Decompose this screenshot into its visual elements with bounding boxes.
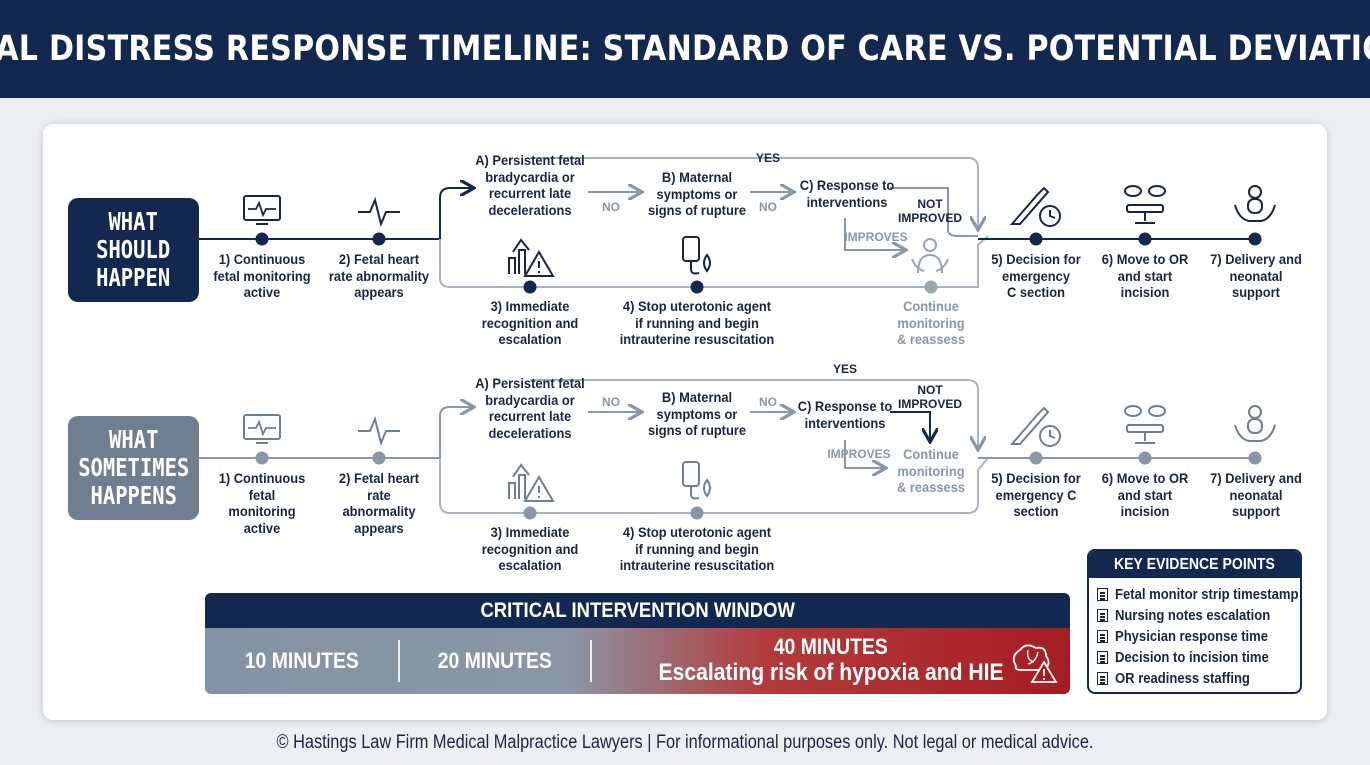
evidence-item: OR readiness staffing (1097, 668, 1300, 689)
row2-step-7: 7) Delivery and neonatal support (1210, 470, 1302, 519)
row2-step-3: 3) Immediate recognition and escalation (481, 524, 579, 573)
operating-room-icon (1124, 405, 1166, 444)
critical-intervention-window: CRITICAL INTERVENTION WINDOW 10 MINUTES … (205, 593, 1070, 694)
row2-no-label-1: NO (602, 395, 620, 409)
row1-connectors (199, 157, 1262, 294)
monitor-icon (243, 414, 281, 444)
row1-step-1: 1) Continuous fetal monitoring active (213, 251, 311, 300)
evidence-title: KEY EVIDENCE POINTS (1089, 551, 1300, 578)
page-title: FETAL DISTRESS RESPONSE TIMELINE: STANDA… (0, 29, 1370, 69)
document-icon (1097, 651, 1108, 664)
row2-step-5: 5) Decision for emergency C section (991, 470, 1081, 519)
document-icon (1097, 672, 1108, 685)
evidence-item: Decision to incision time (1097, 647, 1300, 668)
row1-improves-label: IMPROVES (844, 230, 908, 244)
row2-not-improved-label: NOT IMPROVED (897, 383, 963, 411)
evidence-item: Fetal monitor strip timestamp (1097, 584, 1300, 605)
window-seg-10: 10 MINUTES (244, 648, 359, 673)
key-evidence-panel: KEY EVIDENCE POINTS Fetal monitor strip … (1087, 549, 1302, 694)
footer-disclaimer: © Hastings Law Firm Medical Malpractice … (276, 732, 1094, 753)
row2-continue-monitoring: Continue monitoring & reassess (896, 446, 966, 495)
evidence-list: Fetal monitor strip timestamp Nursing no… (1089, 578, 1300, 689)
row2-connectors (199, 379, 1262, 520)
window-seg-20: 20 MINUTES (437, 648, 553, 673)
row2-step-2: 2) Fetal heart rate abnormality appears (338, 470, 420, 536)
window-title: CRITICAL INTERVENTION WINDOW (205, 593, 1070, 628)
row1-no-label-2: NO (759, 200, 777, 214)
window-divider-1 (398, 640, 400, 682)
row2-yes-label: YES (832, 362, 858, 376)
scalpel-clock-icon (1009, 186, 1061, 227)
iv-bag-icon (682, 236, 711, 275)
row1-step-5: 5) Decision for emergency C section (991, 251, 1081, 300)
document-icon (1097, 630, 1108, 643)
row1-step-c: C) Response to interventions (799, 177, 895, 210)
operating-room-icon (1124, 185, 1166, 224)
row-label-sometimes-happens: WHAT SOMETIMES HAPPENS (68, 416, 199, 520)
escalation-alert-icon (508, 238, 555, 277)
row2-step-6: 6) Move to OR and start incision (1101, 470, 1189, 519)
document-icon (1097, 609, 1108, 622)
heartbeat-icon (358, 415, 400, 447)
row1-not-improved-label: NOT IMPROVED (897, 197, 963, 225)
row2-step-b: B) Maternal symptoms or signs of rupture (647, 389, 747, 438)
row1-step-3: 3) Immediate recognition and escalation (481, 298, 579, 347)
row1-step-2: 2) Fetal heart rate abnormality appears (328, 251, 430, 300)
row1-step-a: A) Persistent fetal bradycardia or recur… (475, 152, 585, 218)
row-label-should-happen: WHAT SHOULD HAPPEN (68, 198, 199, 302)
window-seg-40: 40 MINUTES Escalating risk of hypoxia an… (658, 634, 1004, 686)
row1-step-7: 7) Delivery and neonatal support (1210, 251, 1302, 300)
row1-continue-monitoring: Continue monitoring & reassess (896, 298, 966, 347)
window-timeline: 10 MINUTES 20 MINUTES 40 MINUTES Escalat… (205, 628, 1070, 694)
row1-step-6: 6) Move to OR and start incision (1101, 251, 1189, 300)
newborn-hands-icon (1234, 185, 1276, 222)
row1-no-label-1: NO (602, 200, 620, 214)
evidence-item: Physician response time (1097, 626, 1300, 647)
document-icon (1097, 588, 1108, 601)
evidence-item: Nursing notes escalation (1097, 605, 1300, 626)
row2-improves-label: IMPROVES (827, 447, 891, 461)
newborn-hands-icon (1234, 405, 1276, 442)
row1-step-4: 4) Stop uterotonic agent if running and … (619, 298, 775, 347)
iv-bag-icon (682, 461, 711, 500)
window-divider-2 (590, 640, 592, 682)
row1-step-b: B) Maternal symptoms or signs of rupture (647, 169, 747, 218)
brain-warning-icon (1012, 644, 1058, 683)
monitor-icon (243, 195, 281, 225)
row2-step-4: 4) Stop uterotonic agent if running and … (619, 524, 775, 573)
scalpel-clock-icon (1009, 406, 1061, 447)
patient-reassess-icon (911, 238, 949, 274)
row2-step-c: C) Response to interventions (797, 398, 893, 431)
heartbeat-icon (358, 196, 400, 228)
row1-yes-label: YES (755, 151, 781, 165)
row2-no-label-2: NO (759, 395, 777, 409)
escalation-alert-icon (508, 463, 555, 502)
header-bar: FETAL DISTRESS RESPONSE TIMELINE: STANDA… (0, 0, 1370, 98)
row2-step-1: 1) Continuous fetal monitoring active (218, 470, 306, 536)
row2-step-a: A) Persistent fetal bradycardia or recur… (475, 375, 585, 441)
